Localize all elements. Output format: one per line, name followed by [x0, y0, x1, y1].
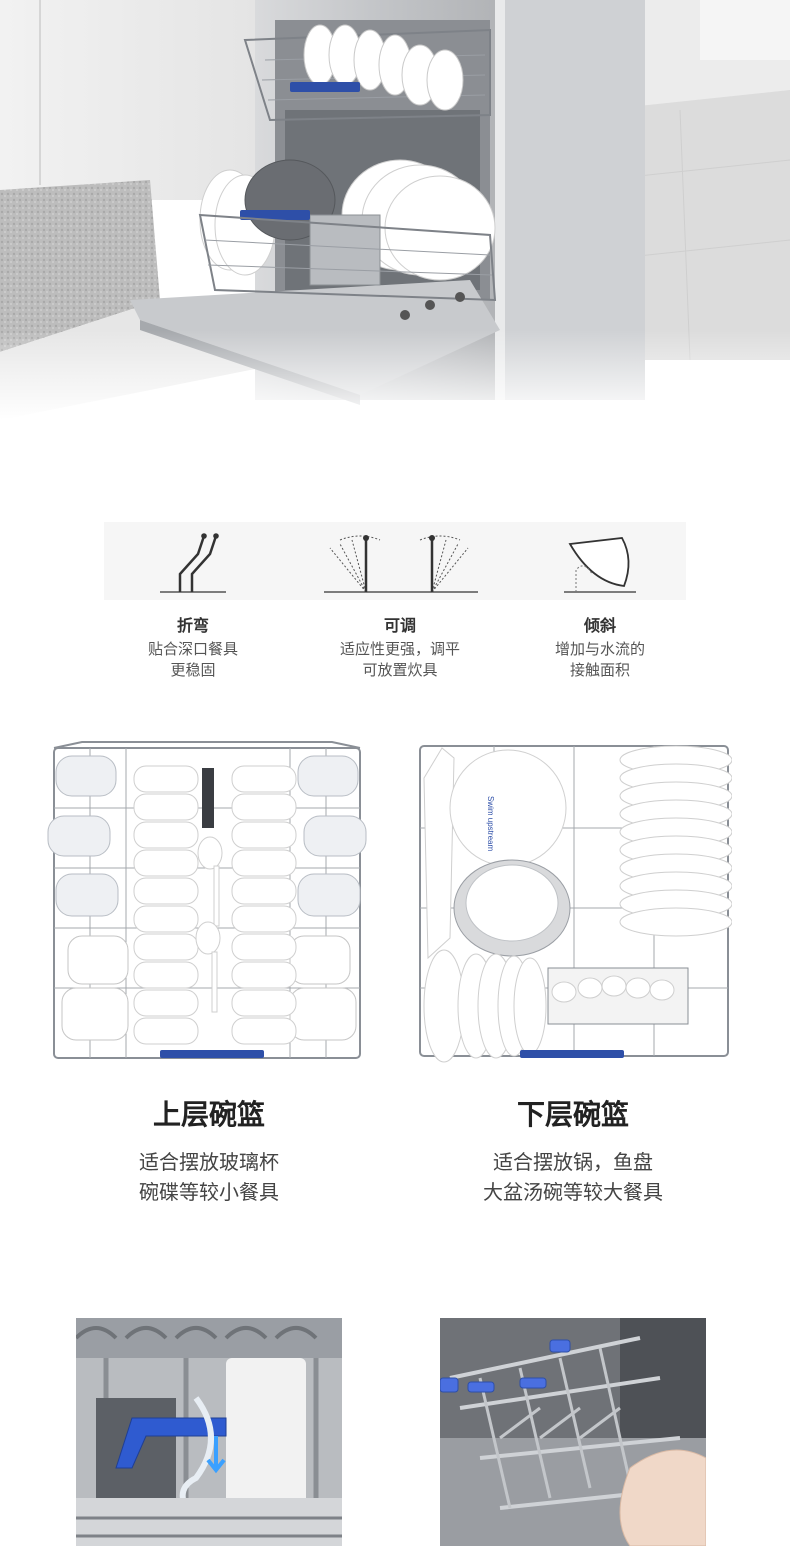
- feature-desc-bend-line2: 更稳固: [170, 661, 216, 679]
- upper-basket-title: 上层碗篮: [152, 1098, 265, 1131]
- feature-title-tilt: 倾斜: [583, 616, 616, 635]
- feature-desc-bend-line1: 贴合深口餐具: [147, 640, 238, 658]
- upper-basket-desc-line2: 碗碟等较小餐具: [139, 1180, 279, 1204]
- lower-basket-photo: Swim upstream: [414, 738, 732, 1068]
- rack-adjuster-closeup-photo: [76, 1318, 342, 1546]
- lower-basket-title: 下层碗篮: [516, 1098, 629, 1131]
- bowl-print-text: Swim upstream: [486, 796, 495, 851]
- upper-basket-photo: [42, 738, 374, 1068]
- bent-tines-icon: [160, 533, 226, 593]
- lower-basket-desc-line2: 大盆汤碗等较大餐具: [483, 1180, 663, 1204]
- feature-desc-adjustable-line1: 适应性更强，调平: [339, 640, 460, 658]
- adjustable-tines-icon: [324, 535, 478, 593]
- lower-basket-desc-line1: 适合摆放锅，鱼盘: [493, 1150, 653, 1174]
- feature-desc-tilt-line1: 增加与水流的: [554, 640, 645, 658]
- upper-basket-desc-line1: 适合摆放玻璃杯: [139, 1150, 279, 1174]
- foldable-tines-closeup-photo: [440, 1318, 706, 1546]
- feature-title-adjustable: 可调: [383, 616, 416, 635]
- tilted-bowl-icon: [564, 537, 636, 593]
- feature-title-bend: 折弯: [176, 616, 209, 635]
- feature-desc-adjustable-line2: 可放置炊具: [362, 661, 438, 679]
- feature-desc-tilt-line2: 接触面积: [569, 661, 630, 679]
- hero-dishwasher-photo: [0, 0, 790, 420]
